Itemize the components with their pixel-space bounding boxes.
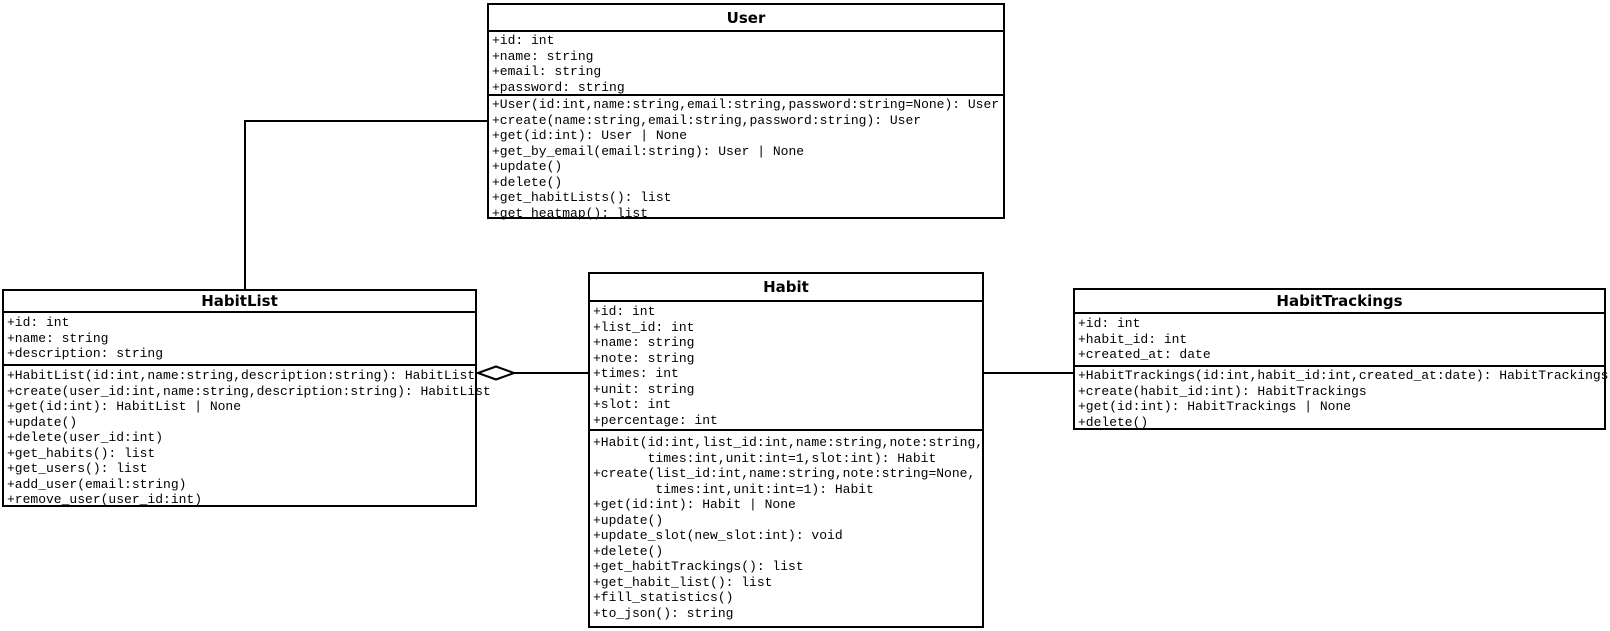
attribute-row: +list_id: int bbox=[593, 319, 695, 335]
method-row: +delete() bbox=[593, 543, 664, 559]
attribute-row: +description: string bbox=[7, 346, 164, 361]
attribute-row: +name: string bbox=[593, 335, 695, 350]
attributes-section-habittrackings: +id: int+habit_id: int+created_at: date bbox=[1075, 314, 1604, 367]
methods-section-habit: +Habit(id:int,list_id:int,name:string,no… bbox=[590, 431, 984, 621]
class-title-habitlist: HabitList bbox=[4, 291, 475, 313]
method-row: +get_by_email(email:string): User | None bbox=[492, 143, 805, 159]
method-row: +fill_statistics() bbox=[593, 590, 734, 605]
attributes-section-user: +id: int+name: string+email: string+pass… bbox=[489, 32, 1003, 96]
method-row: +update() bbox=[7, 414, 78, 430]
attribute-row: +name: string bbox=[7, 330, 109, 346]
method-row: +get_heatmap(): list bbox=[492, 205, 649, 221]
attributes-section-habit: +id: int+list_id: int+name: string+note:… bbox=[590, 302, 982, 431]
method-row: +update() bbox=[492, 159, 563, 174]
method-row: +get(id:int): HabitTrackings | None bbox=[1078, 399, 1352, 414]
attribute-row: +note: string bbox=[593, 350, 695, 366]
method-row: +delete() bbox=[1078, 414, 1149, 430]
attribute-row: +id: int bbox=[1078, 316, 1141, 331]
method-row: +get_habits(): list bbox=[7, 445, 156, 461]
method-row: +add_user(email:string) bbox=[7, 476, 187, 492]
methods-section-habitlist: +HabitList(id:int,name:string,descriptio… bbox=[4, 366, 491, 508]
method-row: +create(name:string,email:string,passwor… bbox=[492, 112, 922, 128]
attribute-row: +name: string bbox=[492, 48, 594, 64]
attribute-row: +created_at: date bbox=[1078, 347, 1211, 362]
method-row: +update() bbox=[593, 512, 664, 528]
method-row: +create(habit_id:int): HabitTrackings bbox=[1078, 383, 1367, 399]
attribute-row: +password: string bbox=[492, 79, 625, 95]
method-row: times:int,unit:int=1,slot:int): Habit bbox=[593, 450, 937, 466]
attribute-row: +id: int bbox=[593, 304, 656, 319]
class-box-habittrackings: HabitTrackings +id: int+habit_id: int+cr… bbox=[1073, 288, 1609, 430]
method-row: +delete() bbox=[492, 174, 563, 190]
connector-user-habitlist-vertical bbox=[244, 120, 246, 289]
attribute-row: +email: string bbox=[492, 64, 602, 79]
attribute-row: +habit_id: int bbox=[1078, 331, 1188, 347]
class-box-habitlist: HabitList +id: int+name: string+descript… bbox=[2, 289, 491, 508]
method-row: +get(id:int): Habit | None bbox=[593, 497, 796, 512]
method-row: +get_habitLists(): list bbox=[492, 190, 672, 205]
method-row: +remove_user(user_id:int) bbox=[7, 492, 203, 507]
class-title-user: User bbox=[489, 5, 1003, 32]
method-row: +delete(user_id:int) bbox=[7, 430, 164, 445]
class-box-user: User +id: int+name: string+email: string… bbox=[487, 3, 1005, 221]
method-row: +get(id:int): HabitList | None bbox=[7, 399, 242, 414]
method-row: +create(list_id:int,name:string,note:str… bbox=[593, 466, 976, 481]
method-row: +create(user_id:int,name:string,descript… bbox=[7, 383, 491, 399]
methods-section-user: +User(id:int,name:string,email:string,pa… bbox=[489, 96, 1003, 221]
method-row: +get_users(): list bbox=[7, 461, 148, 476]
method-row: +HabitList(id:int,name:string,descriptio… bbox=[7, 368, 476, 383]
attribute-row: +id: int bbox=[7, 315, 70, 330]
method-row: +HabitTrackings(id:int,habit_id:int,crea… bbox=[1078, 368, 1609, 383]
method-row: +Habit(id:int,list_id:int,name:string,no… bbox=[593, 435, 984, 450]
connector-habit-habittrackings bbox=[982, 372, 1075, 374]
method-row: +User(id:int,name:string,email:string,pa… bbox=[492, 97, 1000, 112]
attribute-row: +percentage: int bbox=[593, 412, 718, 428]
aggregation-diamond-icon bbox=[477, 365, 515, 381]
attribute-row: +slot: int bbox=[593, 397, 672, 412]
method-row: times:int,unit:int=1): Habit bbox=[593, 481, 874, 497]
connector-habitlist-habit bbox=[512, 372, 590, 374]
class-title-habit: Habit bbox=[590, 274, 982, 302]
methods-section-habittrackings: +HabitTrackings(id:int,habit_id:int,crea… bbox=[1075, 367, 1609, 430]
method-row: +get_habit_list(): list bbox=[593, 574, 773, 590]
class-title-habittrackings: HabitTrackings bbox=[1075, 290, 1604, 314]
connector-user-habitlist-horizontal bbox=[244, 120, 489, 122]
method-row: +to_json(): string bbox=[593, 605, 734, 621]
method-row: +get_habitTrackings(): list bbox=[593, 559, 804, 574]
attributes-section-habitlist: +id: int+name: string+description: strin… bbox=[4, 313, 475, 366]
class-box-habit: Habit +id: int+list_id: int+name: string… bbox=[588, 272, 984, 628]
method-row: +get(id:int): User | None bbox=[492, 128, 688, 143]
attribute-row: +unit: string bbox=[593, 381, 695, 397]
attribute-row: +times: int bbox=[593, 366, 679, 381]
method-row: +update_slot(new_slot:int): void bbox=[593, 528, 843, 543]
attribute-row: +id: int bbox=[492, 33, 555, 48]
